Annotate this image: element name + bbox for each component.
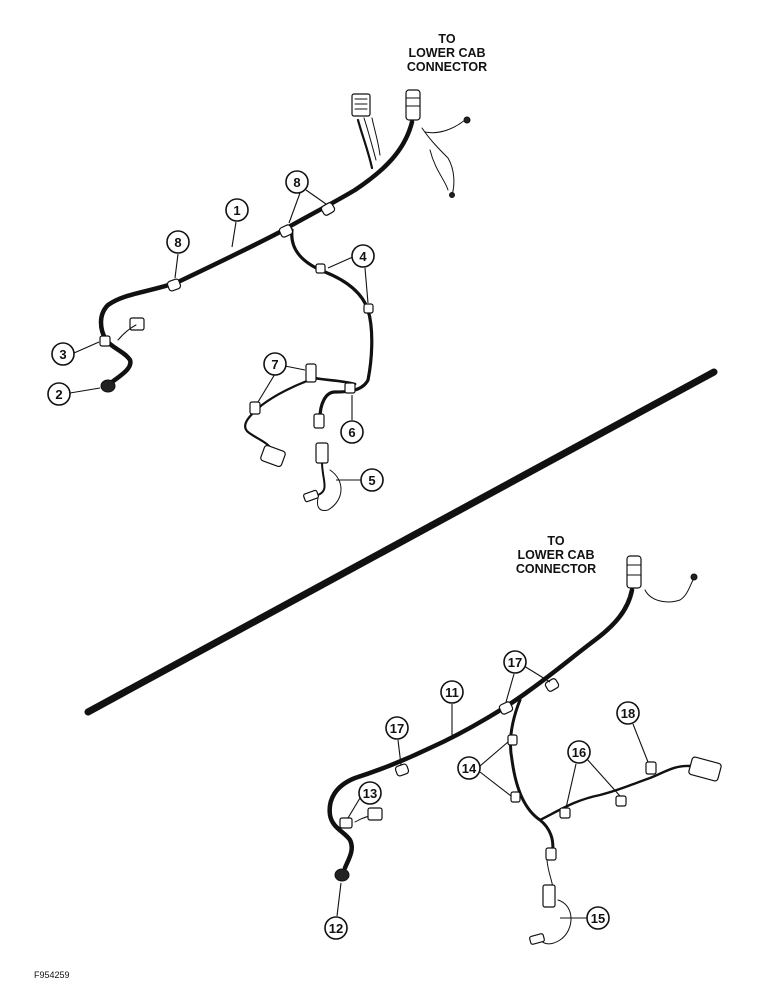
callout-11: 11 xyxy=(440,680,464,735)
callout-8-left: 8 xyxy=(166,230,190,279)
bottom-connector-note-line1: TO xyxy=(547,534,564,548)
svg-text:17: 17 xyxy=(508,655,522,670)
svg-text:3: 3 xyxy=(59,347,66,362)
svg-text:1: 1 xyxy=(233,203,240,218)
callout-6: 6 xyxy=(340,395,364,444)
callout-17-right: 17 xyxy=(503,650,551,703)
svg-text:6: 6 xyxy=(348,425,355,440)
svg-text:7: 7 xyxy=(271,357,278,372)
svg-text:16: 16 xyxy=(572,745,586,760)
callout-5: 5 xyxy=(336,468,384,492)
callout-3: 3 xyxy=(51,341,100,366)
callout-14: 14 xyxy=(457,741,512,797)
callout-2: 2 xyxy=(47,382,101,406)
divider-line xyxy=(84,368,718,716)
top-harness: TO LOWER CAB CONNECTOR 1 2 3 4 5 xyxy=(47,32,487,511)
callout-17-left: 17 xyxy=(385,716,409,766)
svg-text:2: 2 xyxy=(55,387,62,402)
svg-text:4: 4 xyxy=(359,249,367,264)
callout-8-right: 8 xyxy=(285,170,327,224)
svg-text:15: 15 xyxy=(591,911,605,926)
bottom-sensor-12 xyxy=(334,868,350,882)
svg-text:17: 17 xyxy=(390,721,404,736)
top-connector-note-line3: CONNECTOR xyxy=(407,60,487,74)
callout-4: 4 xyxy=(327,244,375,304)
bottom-harness: TO LOWER CAB CONNECTOR 11 12 13 14 xyxy=(324,534,722,945)
callout-18: 18 xyxy=(616,701,649,763)
svg-text:8: 8 xyxy=(174,235,181,250)
callout-15: 15 xyxy=(560,906,610,930)
top-connector-note-line1: TO xyxy=(438,32,455,46)
top-sensor-2 xyxy=(100,379,116,393)
bottom-connector-note-line3: CONNECTOR xyxy=(516,562,596,576)
callout-7: 7 xyxy=(257,352,306,403)
svg-text:14: 14 xyxy=(462,761,477,776)
bottom-main-harness xyxy=(327,587,635,871)
svg-text:13: 13 xyxy=(363,786,377,801)
bottom-right-connector xyxy=(688,756,722,782)
callout-12: 12 xyxy=(324,882,348,940)
svg-text:11: 11 xyxy=(445,685,459,700)
svg-text:8: 8 xyxy=(293,175,300,190)
svg-text:18: 18 xyxy=(621,706,635,721)
callout-13: 13 xyxy=(347,781,382,819)
top-lower-cab-connector xyxy=(405,89,421,121)
svg-text:12: 12 xyxy=(329,921,343,936)
top-multi-pin-connector xyxy=(351,93,371,117)
bottom-lower-cab-connector xyxy=(626,555,642,589)
bottom-connector-note-line2: LOWER CAB xyxy=(517,548,594,562)
svg-text:5: 5 xyxy=(368,473,375,488)
bottom-branch-harness xyxy=(508,698,555,857)
callout-1: 1 xyxy=(225,198,249,248)
top-connector-note-line2: LOWER CAB xyxy=(408,46,485,60)
callout-16: 16 xyxy=(565,740,621,809)
figure-id: F954259 xyxy=(34,970,70,980)
